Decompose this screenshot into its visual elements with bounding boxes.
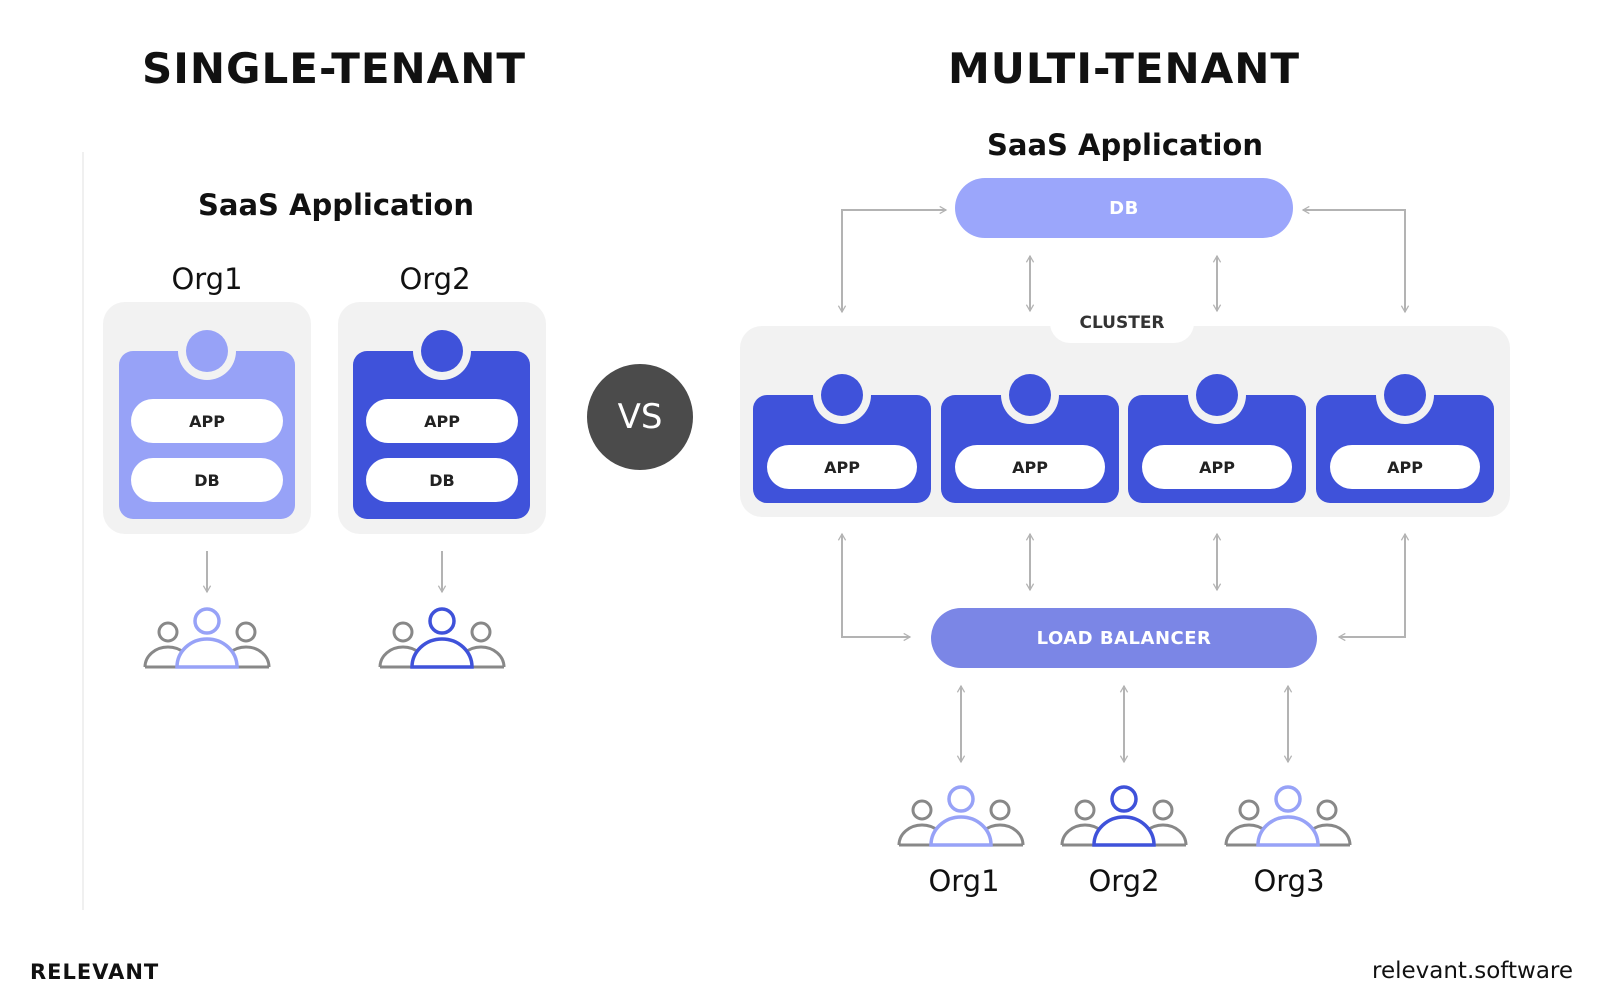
brand-logo: RELEVANT [30, 960, 160, 984]
org1-card-head-icon [178, 322, 236, 380]
multi-arrow-icons [837, 205, 1410, 764]
single-arrow-icons [202, 551, 447, 594]
people-group-icon-multi-org2 [1060, 785, 1188, 847]
multi-org2-label: Org2 [1088, 864, 1160, 898]
multi-app-pill-2: APP [955, 445, 1105, 489]
divider-line [82, 152, 84, 910]
multi-db-bar: DB [955, 178, 1293, 238]
multi-app-pill-4: APP [1330, 445, 1480, 489]
single-org1-label: Org1 [171, 262, 243, 296]
org2-db-pill: DB [366, 458, 518, 502]
multi-app-pill-3: APP [1142, 445, 1292, 489]
single-tenant-title: SINGLE-TENANT [141, 44, 526, 93]
single-org2-label: Org2 [399, 262, 471, 296]
people-group-icon-multi-org3 [1224, 785, 1352, 847]
multi-saas-subtitle: SaaS Application [987, 128, 1263, 162]
multi-org1-label: Org1 [928, 864, 1000, 898]
cluster-label: CLUSTER [1050, 303, 1194, 343]
org1-app-pill: APP [131, 399, 283, 443]
load-balancer-bar: LOAD BALANCER [931, 608, 1317, 668]
single-saas-subtitle: SaaS Application [198, 188, 474, 222]
org2-card-head-icon [413, 322, 471, 380]
people-group-icon-single-org1 [143, 607, 271, 669]
org2-app-pill: APP [366, 399, 518, 443]
multi-app-pill-1: APP [767, 445, 917, 489]
people-group-icon-single-org2 [378, 607, 506, 669]
multi-app-head-icons [813, 366, 1434, 424]
vs-badge: VS [587, 364, 693, 470]
people-group-icon-multi-org1 [897, 785, 1025, 847]
multi-org3-label: Org3 [1253, 864, 1325, 898]
site-url: relevant.software [1372, 958, 1574, 984]
org1-db-pill: DB [131, 458, 283, 502]
multi-tenant-title: MULTI-TENANT [947, 44, 1301, 93]
